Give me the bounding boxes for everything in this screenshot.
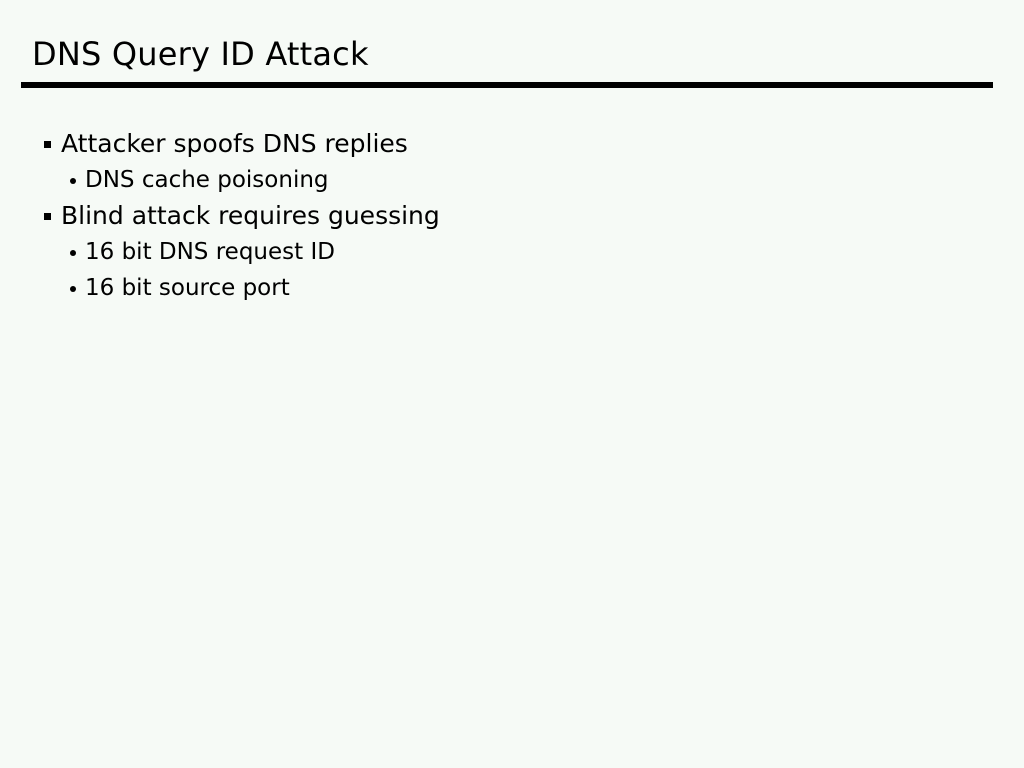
slide-title-block: DNS Query ID Attack bbox=[21, 34, 993, 74]
round-bullet-icon bbox=[70, 286, 76, 292]
list-item-label: DNS cache poisoning bbox=[85, 167, 329, 193]
round-bullet-icon bbox=[70, 250, 76, 256]
list-item: Blind attack requires guessing bbox=[0, 198, 1024, 234]
list-item: DNS cache poisoning bbox=[0, 162, 1024, 198]
list-item-label: 16 bit DNS request ID bbox=[85, 239, 335, 265]
list-item-label: Blind attack requires guessing bbox=[61, 201, 440, 230]
round-bullet-icon bbox=[70, 178, 76, 184]
slide-body: Attacker spoofs DNS replies DNS cache po… bbox=[0, 126, 1024, 306]
square-bullet-icon bbox=[44, 141, 51, 148]
bullet-list: Attacker spoofs DNS replies DNS cache po… bbox=[0, 126, 1024, 306]
list-item: 16 bit source port bbox=[0, 270, 1024, 306]
list-item: Attacker spoofs DNS replies bbox=[0, 126, 1024, 162]
list-item: 16 bit DNS request ID bbox=[0, 234, 1024, 270]
list-item-label: Attacker spoofs DNS replies bbox=[61, 129, 408, 158]
page-title: DNS Query ID Attack bbox=[32, 35, 369, 73]
title-underline-rule bbox=[21, 82, 993, 88]
list-item-label: 16 bit source port bbox=[85, 275, 290, 301]
square-bullet-icon bbox=[44, 213, 51, 220]
